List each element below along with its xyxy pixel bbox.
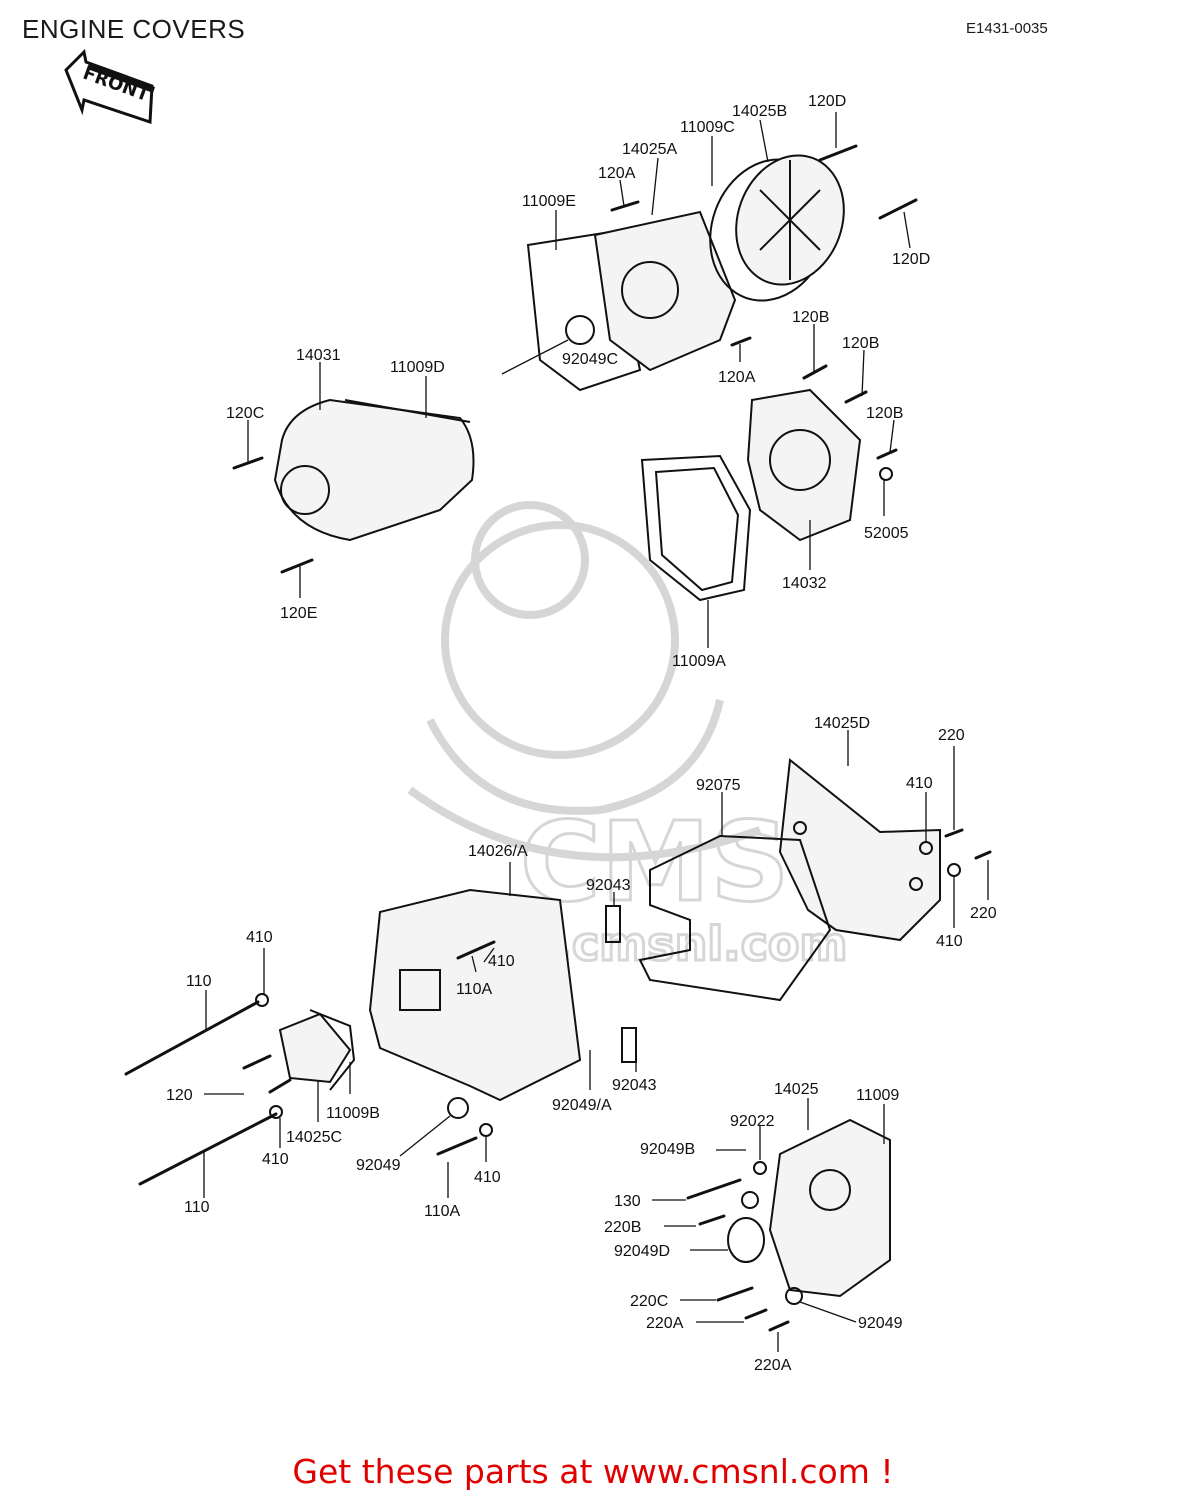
part-label[interactable]: 14032 [782,575,827,592]
part-label[interactable]: 11009A [672,653,726,670]
part-label[interactable]: 92049 [858,1315,903,1332]
part-label[interactable]: 120B [842,335,879,352]
part-label[interactable]: 14025A [622,141,677,158]
part-label[interactable]: 14026/A [468,843,528,860]
part-label[interactable]: 120B [866,405,903,422]
part-label[interactable]: 92043 [612,1077,657,1094]
part-label[interactable]: 92049C [562,351,618,368]
part-label[interactable]: 120A [598,165,636,182]
part-label[interactable]: 120B [792,309,829,326]
part-label[interactable]: 11009C [680,119,735,136]
part-label[interactable]: 220 [938,727,965,744]
part-label[interactable]: 120 [166,1087,193,1104]
part-label[interactable]: 14025C [286,1129,342,1146]
part-label[interactable]: 220A [646,1315,684,1332]
front-arrow-icon: FRONT [64,48,156,125]
part-label[interactable]: 11009D [390,359,445,376]
part-labels: 120D 14025B 11009C 14025A 120A 11009E 12… [166,93,997,1374]
part-label[interactable]: 14031 [296,347,341,364]
part-label[interactable]: 14025B [732,103,787,120]
part-label[interactable]: 92049B [640,1141,695,1158]
part-label[interactable]: 92022 [730,1113,775,1130]
part-label[interactable]: 120D [808,93,846,110]
part-label[interactable]: 14025D [814,715,870,732]
diagram-code: E1431-0035 [966,20,1048,37]
leader-lines [203,112,989,1352]
part-label[interactable]: 120D [892,251,930,268]
part-label[interactable]: 120A [718,369,756,386]
part-label[interactable]: 120C [226,405,264,422]
part-label[interactable]: 92049/A [552,1097,612,1114]
part-label[interactable]: 220A [754,1357,792,1374]
part-label[interactable]: 110A [456,981,493,998]
part-label[interactable]: 410 [474,1169,501,1186]
part-label[interactable]: 92043 [586,877,631,894]
part-label[interactable]: 130 [614,1193,641,1210]
part-label[interactable]: 410 [262,1151,289,1168]
watermark-brand: CMS [520,798,789,926]
part-label[interactable]: 220B [604,1219,641,1236]
diagram-title: ENGINE COVERS [22,14,246,44]
part-label[interactable]: 410 [936,933,963,950]
part-label[interactable]: 92049 [356,1157,401,1174]
part-label[interactable]: 92075 [696,777,741,794]
part-label[interactable]: 110 [184,1199,210,1216]
part-label[interactable]: 120E [280,605,317,622]
part-label[interactable]: 220 [970,905,997,922]
part-label[interactable]: 410 [906,775,933,792]
part-label[interactable]: 410 [488,953,515,970]
part-label[interactable]: 11009B [326,1105,380,1122]
bottom-cover-group [124,758,992,1332]
part-label[interactable]: 110A [424,1203,461,1220]
part-label[interactable]: 52005 [864,525,909,542]
part-label[interactable]: 110 [186,973,212,990]
part-label[interactable]: 92049D [614,1243,670,1260]
part-label[interactable]: 14025 [774,1081,819,1098]
part-label[interactable]: 220C [630,1293,668,1310]
part-label[interactable]: 11009 [856,1087,899,1104]
part-label[interactable]: 11009E [522,193,576,210]
part-label[interactable]: 410 [246,929,273,946]
top-cover-group [232,144,918,602]
get-parts-link[interactable]: Get these parts at www.cmsnl.com ! [292,1452,894,1491]
